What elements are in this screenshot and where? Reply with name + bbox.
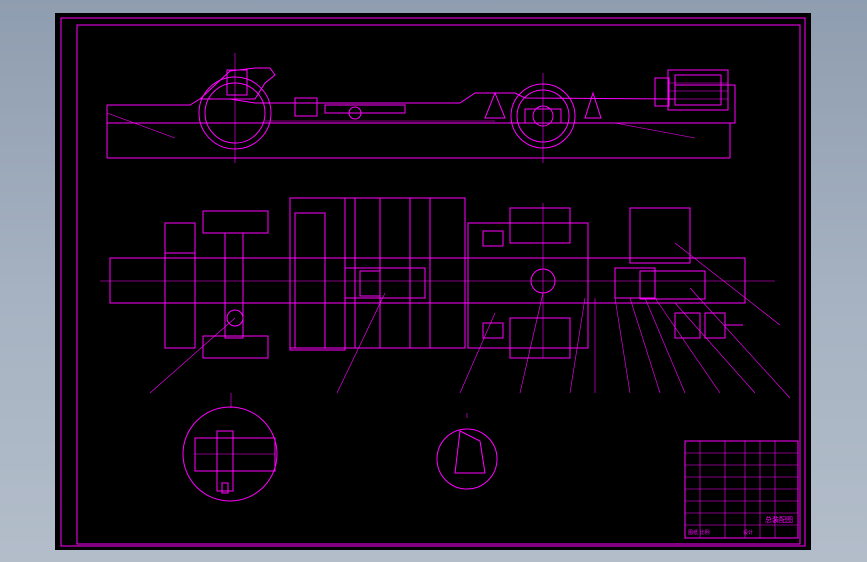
drawing-canvas[interactable]: 总装配图 设计 图纸 比例 — [55, 13, 811, 550]
section-view-a — [182, 393, 278, 502]
side-view — [106, 53, 736, 163]
plan-view — [100, 197, 775, 359]
title-block-revision-text: 图纸 比例 — [688, 529, 710, 536]
cad-drawing-svg: 总装配图 设计 图纸 比例 — [60, 17, 806, 547]
inner-border — [76, 24, 801, 545]
title-block — [684, 440, 799, 539]
title-block-sub-label: 设计 — [743, 529, 753, 536]
leader-lines — [149, 242, 791, 399]
section-view-b — [436, 413, 498, 490]
outer-border — [60, 17, 806, 547]
title-block-main-title: 总装配图 — [765, 515, 793, 524]
